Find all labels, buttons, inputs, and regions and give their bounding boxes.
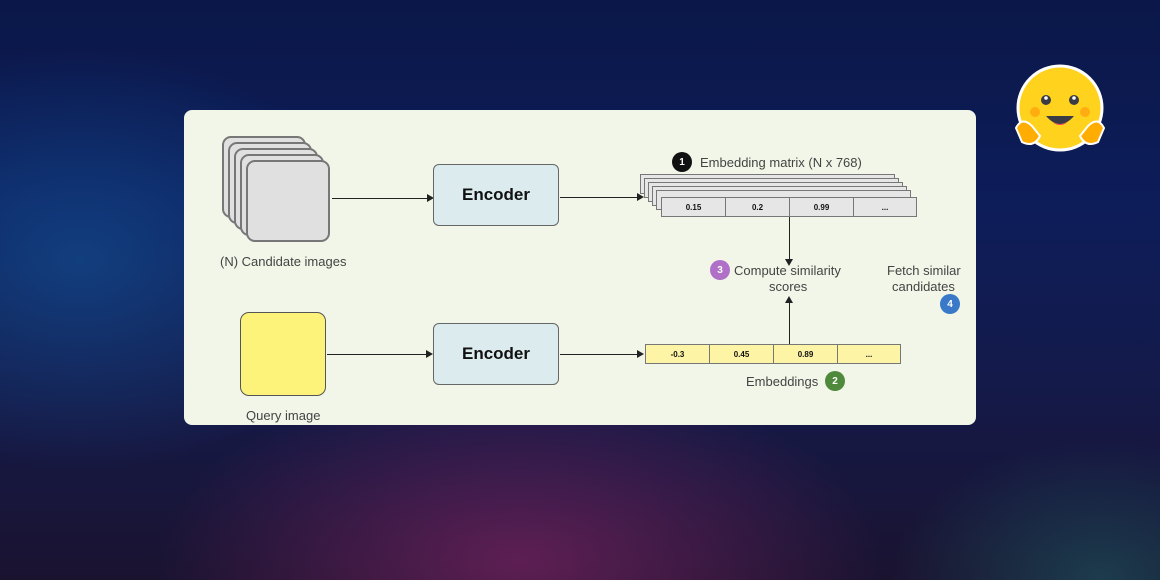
embeddings-label: Embeddings: [746, 374, 819, 389]
arrow-query-to-encoder: [327, 354, 427, 356]
embedding-cell: -0.3: [645, 344, 709, 364]
matrix-front-row: 0.15 0.2 0.99 ...: [661, 197, 917, 217]
arrow-candidates-to-encoder: [332, 198, 428, 200]
arrowhead-icon: [785, 259, 793, 266]
matrix-cell: 0.99: [789, 197, 853, 217]
candidate-images-label: (N) Candidate images: [220, 254, 347, 269]
arrowhead-icon: [426, 350, 433, 358]
embedding-matrix-label: Embedding matrix (N x 768): [700, 155, 862, 170]
compute-similarity-label-2: scores: [769, 279, 808, 294]
encoder-bottom: Encoder: [433, 323, 559, 385]
hugging-face-logo-icon: [1014, 64, 1106, 152]
encoder-top: Encoder: [433, 164, 559, 226]
arrowhead-icon: [427, 194, 434, 202]
embedding-cell: 0.89: [773, 344, 837, 364]
matrix-cell: 0.15: [661, 197, 725, 217]
arrowhead-icon: [637, 350, 644, 358]
query-image-label: Query image: [246, 408, 321, 423]
embedding-cell: ...: [837, 344, 901, 364]
arrow-encoder-to-matrix: [560, 197, 638, 199]
step-3-badge: 3: [710, 260, 730, 280]
matrix-cell: ...: [853, 197, 917, 217]
arrow-encoder-to-embeddings: [560, 354, 638, 356]
step-1-badge: 1: [672, 152, 692, 172]
embedding-cell: 0.45: [709, 344, 773, 364]
query-image: [240, 312, 326, 396]
candidate-image-card: [246, 160, 330, 242]
fetch-similar-label-2: candidates: [892, 279, 955, 294]
matrix-cell: 0.2: [725, 197, 789, 217]
step-4-badge: 4: [940, 294, 960, 314]
diagram-panel: (N) Candidate images Encoder 1 Embedding…: [184, 110, 976, 425]
fetch-similar-label: Fetch similar: [887, 263, 961, 278]
arrow-embeddings-to-similarity: [789, 303, 791, 344]
compute-similarity-label: Compute similarity: [734, 263, 841, 278]
embeddings-row: -0.3 0.45 0.89 ...: [645, 344, 901, 364]
arrow-matrix-to-similarity: [789, 217, 791, 260]
step-2-badge: 2: [825, 371, 845, 391]
arrowhead-icon: [785, 296, 793, 303]
arrowhead-icon: [637, 193, 644, 201]
